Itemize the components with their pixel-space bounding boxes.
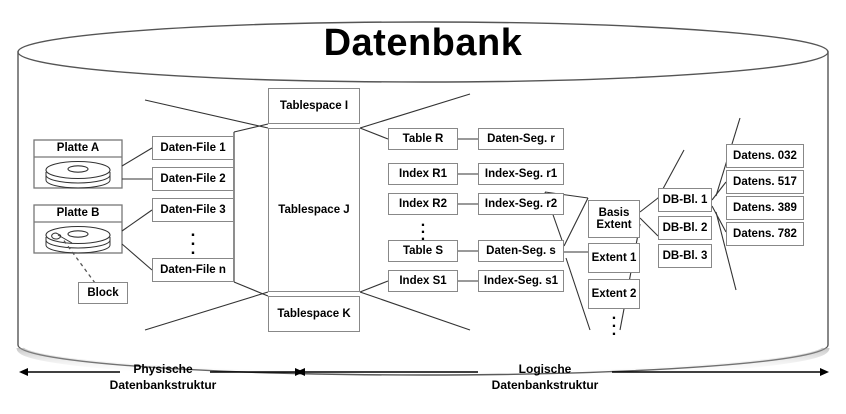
record-517-label: Datens. 517 — [733, 175, 797, 188]
data-file-2-label: Daten-File 2 — [160, 172, 226, 185]
extent-1-label: Extent 1 — [591, 251, 637, 264]
footer-caption-physical: Physische Datenbankstruktur — [93, 361, 233, 393]
db-block-1-box[interactable] — [658, 188, 712, 212]
object-table-r-box[interactable] — [388, 128, 458, 150]
db-block-2-box[interactable] — [658, 216, 712, 240]
data-file-1-label: Daten-File 1 — [160, 141, 226, 154]
record-032-label: Datens. 032 — [733, 149, 797, 162]
footer-logical-line2: Datenbankstruktur — [491, 378, 599, 392]
object-segment-links — [458, 138, 478, 282]
segment-index-seg-r1-label: Index-Seg. r1 — [484, 167, 558, 180]
record-782-box[interactable] — [726, 222, 804, 246]
block-leader-line — [61, 237, 96, 284]
data-file-2-box[interactable] — [152, 167, 234, 191]
extent-1-box[interactable] — [588, 243, 640, 273]
footer-caption-logical: Logische Datenbankstruktur — [475, 361, 615, 393]
object-index-r1-box[interactable] — [388, 163, 458, 185]
disk-to-file-connectors — [121, 147, 153, 271]
extent-basis-line2: Extent — [596, 219, 632, 231]
data-files-ellipsis-icon: ... — [190, 221, 196, 258]
tablespace-k-box[interactable] — [268, 296, 360, 332]
data-file-n-box[interactable] — [152, 258, 234, 282]
segment-index-seg-r1-box[interactable] — [478, 163, 564, 185]
segment-daten-seg-s-label: Daten-Seg. s — [486, 244, 556, 257]
object-table-s-label: Table S — [402, 244, 444, 257]
record-032-box[interactable] — [726, 144, 804, 168]
record-389-box[interactable] — [726, 196, 804, 220]
record-389-label: Datens. 389 — [733, 201, 797, 214]
db-block-3-label: DB-Bl. 3 — [662, 249, 708, 262]
data-file-3-box[interactable] — [152, 198, 234, 222]
extents-ellipsis-icon: ... — [611, 306, 617, 339]
page-title: Datenbank — [323, 22, 523, 64]
segment-daten-seg-r-label: Daten-Seg. r — [487, 132, 555, 145]
segment-index-seg-s1-label: Index-Seg. s1 — [483, 274, 559, 287]
extent-2-box[interactable] — [588, 279, 640, 309]
extent-basis-label: Basis Extent — [588, 200, 640, 238]
record-517-box[interactable] — [726, 170, 804, 194]
tablespace-k-label: Tablespace K — [277, 307, 351, 320]
segment-index-seg-s1-box[interactable] — [478, 270, 564, 292]
tablespace-i-label: Tablespace I — [279, 99, 349, 112]
data-file-3-label: Daten-File 3 — [160, 203, 226, 216]
object-table-s-box[interactable] — [388, 240, 458, 262]
segment-daten-seg-s-box[interactable] — [478, 240, 564, 262]
segment-daten-seg-r-box[interactable] — [478, 128, 564, 150]
tablespace-to-object-connectors — [359, 93, 471, 331]
disk-label-platte-b: Platte B — [56, 207, 100, 220]
extent-basis-box[interactable] — [588, 200, 640, 238]
object-index-s1-label: Index S1 — [399, 274, 447, 287]
segment-index-seg-r2-box[interactable] — [478, 193, 564, 215]
files-to-tablespace-connectors — [144, 99, 269, 331]
block-box[interactable] — [78, 282, 128, 304]
tablespace-j-label: Tablespace J — [278, 203, 350, 216]
extent-basis-line1: Basis — [598, 206, 630, 219]
disk-platter-a-graphic — [33, 139, 123, 189]
object-index-r1-label: Index R1 — [399, 167, 447, 180]
tablespace-j-box[interactable] — [268, 128, 360, 292]
extent-2-label: Extent 2 — [591, 287, 637, 300]
db-block-3-box[interactable] — [658, 244, 712, 268]
object-table-r-label: Table R — [402, 132, 444, 145]
object-index-r2-box[interactable] — [388, 193, 458, 215]
objects-ellipsis-icon: ... — [420, 213, 426, 244]
object-index-s1-box[interactable] — [388, 270, 458, 292]
segment-index-seg-r2-label: Index-Seg. r2 — [484, 197, 558, 210]
footer-physical-line2: Datenbankstruktur — [109, 378, 217, 392]
footer-logical-line1: Logische — [518, 362, 572, 376]
object-index-r2-label: Index R2 — [399, 197, 447, 210]
block-label: Block — [87, 286, 119, 299]
disk-label-platte-a: Platte A — [56, 142, 100, 155]
tablespace-i-box[interactable] — [268, 88, 360, 124]
data-file-n-label: Daten-File n — [160, 263, 226, 276]
footer-physical-line1: Physische — [133, 362, 193, 376]
data-file-1-box[interactable] — [152, 136, 234, 160]
db-block-2-label: DB-Bl. 2 — [662, 221, 708, 234]
db-block-1-label: DB-Bl. 1 — [662, 193, 708, 206]
record-782-label: Datens. 782 — [733, 227, 797, 240]
disk-platter-b-graphic — [33, 204, 123, 254]
